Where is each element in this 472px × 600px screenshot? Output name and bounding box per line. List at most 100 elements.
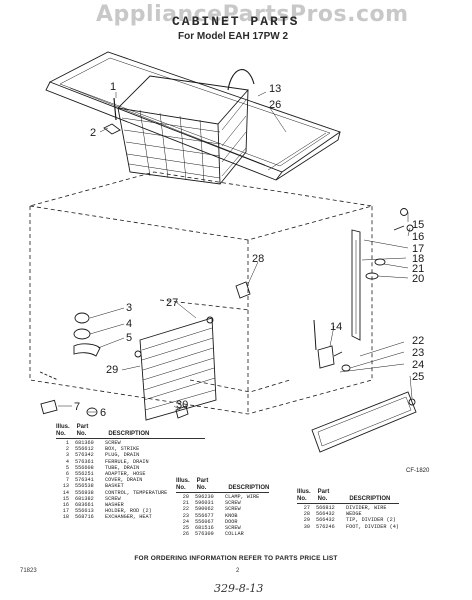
header-no: No. [176,485,186,491]
part-description: EXCHANGER, HEAT [105,514,152,521]
header-illus: Illus. [176,478,190,484]
header-part: Part [76,424,89,430]
strike-box [103,97,121,135]
header-no2: No. [317,496,328,502]
illus-number: 29 [303,517,310,524]
illus-number: 17 [62,508,69,515]
header-description: DESCRIPTION [349,496,391,502]
part-description: DOOR [225,518,238,525]
header-part: Part [196,478,209,484]
part-description: CLAMP, WIRE [225,494,260,500]
callout-25: 25 [412,371,424,383]
callout-14: 14 [330,321,342,333]
wedge [235,281,251,299]
illus-number: 14 [62,489,69,496]
part-number: 596031 [195,500,214,507]
parts-table-2: Illus. Part No. No. DESCRIPTION 20 596230… [176,478,270,537]
part-description: SCREW [105,495,121,502]
part-number: 566812 [316,505,335,511]
part-description: SCREW [105,440,121,446]
part-number: 556067 [195,518,214,525]
illus-number: 5 [65,464,69,471]
part-number: 556608 [75,464,94,471]
control-door [311,391,417,453]
part-number: 576361 [75,458,94,465]
illus-number: 2 [65,446,69,453]
basket [117,69,255,185]
part-description: ADAPTER, HOSE [105,471,146,478]
watermark: AppliancePartsPros.com [96,2,409,27]
part-number: 576246 [316,523,335,530]
part-description: KNOB [225,512,238,519]
model-subtitle: For Model EAH 17PW 2 [178,31,289,42]
part-description: DIVIDER, WIRE [346,505,387,511]
table-header-row-2: No. No. DESCRIPTION [297,496,399,504]
illus-number: 4 [65,458,69,465]
callout-17: 17 [412,243,424,255]
illus-number: 15 [62,495,69,502]
divider-foot [175,405,189,419]
lid [45,51,341,181]
illus-number: 20 [182,494,189,500]
illus-number: 25 [182,525,189,532]
page-title: CABINET PARTS [172,14,300,29]
callout-labels: 13 26 2 1 28 27 3 4 5 29 14 30 15 16 17 … [74,81,424,419]
callout-4: 4 [126,318,132,330]
part-description: SCREW [225,500,241,507]
callout-27: 27 [166,297,178,309]
callout-20: 20 [412,273,424,285]
wire-divider [134,316,217,421]
part-number: 576342 [75,452,94,459]
part-number: 556612 [75,446,94,453]
cabinet-body [29,171,373,415]
part-number: 596230 [195,494,214,500]
part-description: CONTROL, TEMPERATURE [105,489,168,496]
callout-16: 16 [412,231,424,243]
ordering-note: FOR ORDERING INFORMATION REFER TO PARTS … [134,555,338,562]
drain-assembly [39,312,101,417]
table-header-row-2: No. No. DESCRIPTION [56,431,205,439]
leader-lines [58,91,413,413]
part-description: TUBE, DRAIN [105,464,140,471]
part-number: 556938 [75,489,94,496]
part-description: COLLAR [225,531,244,538]
callout-26: 26 [269,99,281,111]
table-row: 5 556608 TUBE, DRAIN [56,465,205,471]
part-description: WASHER [105,502,124,509]
callout-2: 2 [90,127,96,139]
header-no2: No. [196,485,207,491]
part-description: BOX, STRIKE [105,446,140,453]
header-no: No. [56,431,66,437]
header-part: Part [317,489,330,495]
part-number: 683661 [75,502,94,509]
part-number: 566432 [316,517,335,524]
illus-number: 26 [182,531,189,538]
table-header-row-2: No. No. DESCRIPTION [176,485,270,493]
callout-7: 7 [74,401,80,413]
part-number: 556538 [75,483,94,490]
illus-number: 13 [62,483,69,490]
part-number: 568716 [75,514,94,521]
part-number: 556613 [75,508,94,515]
header-no2: No. [76,431,87,437]
header-no: No. [297,496,307,502]
callout-18: 18 [412,253,424,265]
illus-number: 3 [65,452,69,459]
part-number: 556677 [195,512,214,519]
